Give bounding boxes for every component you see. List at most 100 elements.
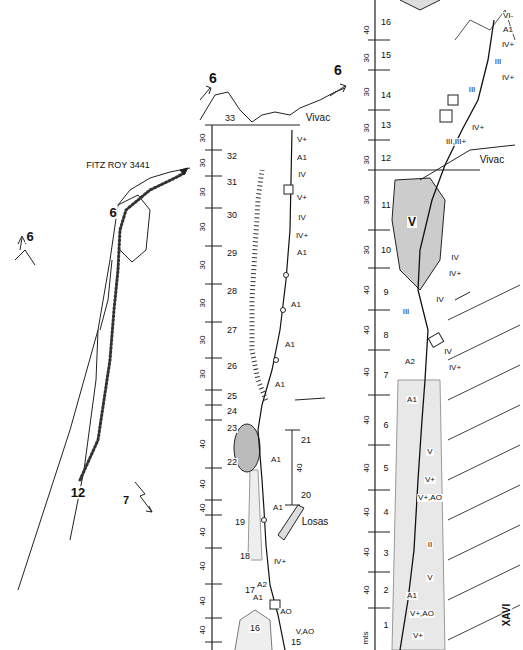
topo-label: V+ xyxy=(424,476,436,484)
topo-label: 30 xyxy=(226,211,238,220)
topo-label: 11 xyxy=(380,201,391,210)
topo-label: 5 xyxy=(382,464,389,473)
topo-label: 6 xyxy=(208,71,218,85)
topo-label: 20 xyxy=(300,491,312,500)
topo-label: XAVI xyxy=(503,603,513,628)
topo-label: IV+ xyxy=(273,558,287,566)
topo-label: 29 xyxy=(226,249,238,258)
topo-label: Vivac xyxy=(479,155,505,165)
topo-label: III xyxy=(468,86,477,94)
topo-label: 24 xyxy=(226,407,238,416)
topo-label: IV+ xyxy=(448,364,462,372)
topo-label: AO xyxy=(279,608,293,616)
topo-label: 40 xyxy=(199,439,207,450)
topo-label: 9 xyxy=(382,288,389,297)
topo-label: 14 xyxy=(380,91,392,100)
topo-label: IV xyxy=(443,348,453,356)
topo-label: V+,AO xyxy=(409,610,435,618)
topo-label: 10 xyxy=(380,246,392,255)
topo-label: 30 xyxy=(199,335,207,346)
topo-label: 28 xyxy=(226,287,238,296)
topo-label: IV+ xyxy=(501,74,515,82)
topo-label: A1 xyxy=(274,381,286,389)
topo-label: FITZ ROY 3441 xyxy=(85,161,150,170)
topo-label: IV+ xyxy=(295,232,309,240)
topo-label: IV xyxy=(297,214,307,222)
topo-label: IV+ xyxy=(471,124,485,132)
topo-label: 40 xyxy=(363,25,371,36)
topo-label: 18 xyxy=(239,552,251,561)
topo-label: 13 xyxy=(380,121,392,130)
topo-label: Vivac xyxy=(305,113,331,123)
topo-label: 40 xyxy=(363,415,371,426)
topo-label: V xyxy=(426,448,433,456)
topo-label: A1 xyxy=(252,594,264,602)
topo-label: 30 xyxy=(199,298,207,309)
topo-label: 8 xyxy=(382,331,389,340)
topo-label: 40 xyxy=(363,325,371,336)
topo-label: 26 xyxy=(226,362,238,371)
topo-label: 6 xyxy=(333,63,343,77)
topo-label: 30 xyxy=(363,53,371,64)
topo-label: 16 xyxy=(249,624,261,633)
topo-label: III xyxy=(402,308,411,316)
topo-label: 30 xyxy=(199,260,207,271)
topo-label: IV+ xyxy=(448,270,462,278)
topo-label: 6 xyxy=(108,206,117,219)
topo-label: 30 xyxy=(363,123,371,134)
topo-label: 40 xyxy=(199,527,207,538)
topo-label: 33 xyxy=(224,114,236,123)
topo-label: 7 xyxy=(122,495,130,506)
topo-label: 6 xyxy=(25,230,34,243)
topo-label: 30 xyxy=(363,245,371,256)
topo-label: 30 xyxy=(199,187,207,198)
topo-label: 40 xyxy=(296,463,304,474)
topo-label: Losas xyxy=(301,517,330,527)
topo-label: V+ xyxy=(296,136,308,144)
topo-label: 40 xyxy=(199,625,207,636)
topo-label: IV xyxy=(450,254,460,262)
topo-label: 30 xyxy=(363,87,371,98)
topo-label: A1 xyxy=(284,341,296,349)
topo-label: V,AO xyxy=(295,628,315,636)
topo-label: II xyxy=(427,541,433,549)
topo-label: 40 xyxy=(199,503,207,514)
topo-label: 4 xyxy=(382,508,389,517)
topo-label: 27 xyxy=(226,326,238,335)
topo-label: A1 xyxy=(272,504,284,512)
topo-label: 12 xyxy=(70,486,86,499)
topo-label: 1 xyxy=(382,621,389,630)
topo-label: A1 xyxy=(270,456,282,464)
topo-label: 19 xyxy=(234,518,246,527)
topo-label: 31 xyxy=(226,178,238,187)
topo-label: 7 xyxy=(382,371,389,380)
topo-label: 40 xyxy=(363,585,371,596)
topo-label: 3 xyxy=(382,549,389,558)
topo-label: 22 xyxy=(226,458,238,467)
topo-label: A1 xyxy=(290,301,302,309)
topo-label: 40 xyxy=(363,547,371,558)
topo-label: V xyxy=(426,574,433,582)
topo-label: 23 xyxy=(226,424,238,433)
topo-label: V xyxy=(407,216,417,228)
topo-label: 40 xyxy=(363,507,371,518)
topo-label: 30 xyxy=(199,369,207,380)
topo-label: 15 xyxy=(380,51,392,60)
topo-label: A1 xyxy=(296,154,308,162)
topo-label: V+,AO xyxy=(417,494,443,502)
topo-label: III,III+ xyxy=(445,138,467,146)
topo-label: 30 xyxy=(199,158,207,169)
topo-label: A1 xyxy=(296,249,308,257)
topo-label: 12 xyxy=(380,154,392,163)
topo-label: 16 xyxy=(380,18,392,27)
topo-label: IV xyxy=(435,296,445,304)
topo-label: A1 xyxy=(502,26,514,34)
topo-label: IV+ xyxy=(501,41,515,49)
topo-label: 40 xyxy=(199,596,207,607)
topo-label: 30 xyxy=(363,155,371,166)
topo-label: 40 xyxy=(363,285,371,296)
topo-label: 30 xyxy=(199,222,207,233)
topo-label: IV xyxy=(297,171,307,179)
topo-label: A1 xyxy=(406,592,418,600)
